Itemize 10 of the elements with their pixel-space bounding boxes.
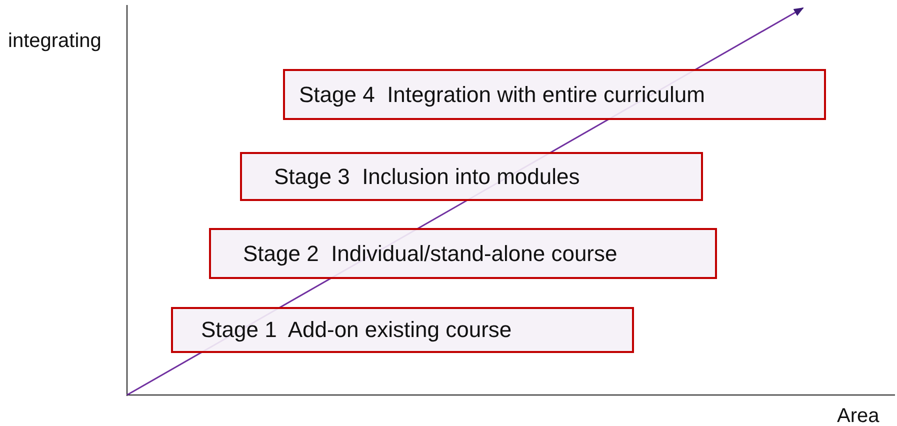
stage-box — [209, 228, 717, 279]
stage-label: Stage 4 Integration with entire curriculum — [299, 82, 705, 108]
y-axis-label: integrating — [8, 30, 102, 53]
stage-label: Stage 3 Inclusion into modules — [274, 164, 580, 190]
stage-label: Stage 1 Add-on existing course — [201, 317, 512, 343]
stage-box — [283, 69, 826, 120]
stage-box — [240, 152, 703, 201]
stage-box — [171, 307, 634, 353]
stage-label: Stage 2 Individual/stand-alone course — [243, 240, 618, 266]
x-axis-label: Area — [837, 405, 880, 426]
